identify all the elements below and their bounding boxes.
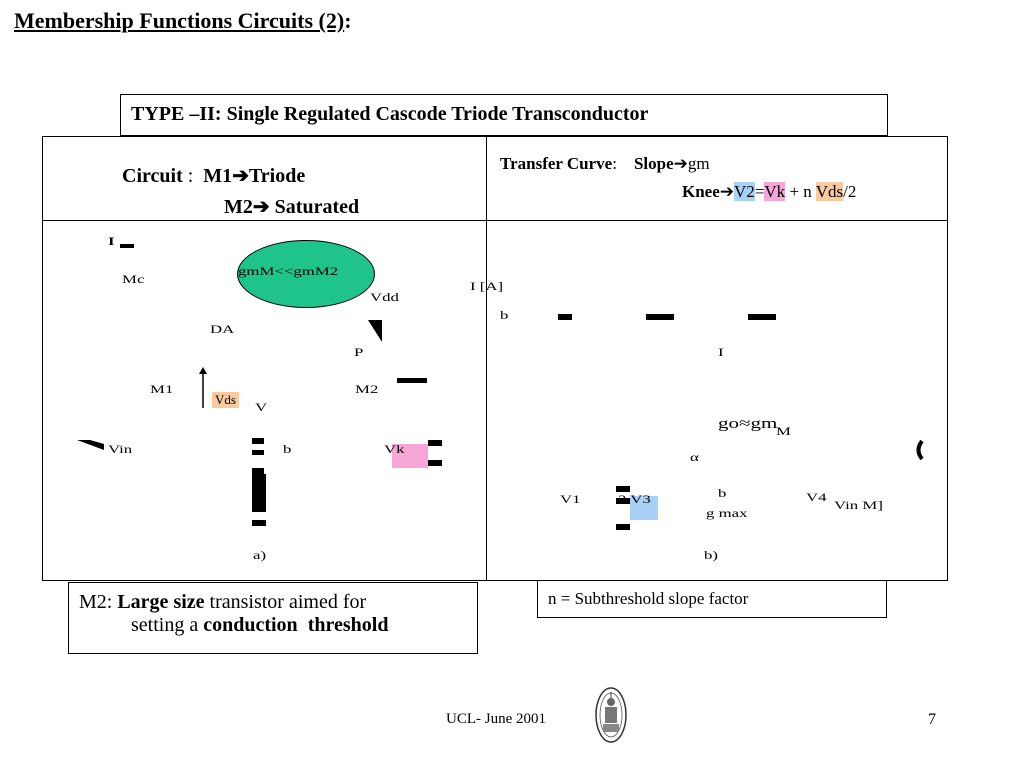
- arrow-right-icon: ➔: [673, 154, 688, 173]
- page-number: 7: [928, 711, 936, 728]
- oval-label: gmM<<gmM2: [238, 264, 339, 278]
- main-table: [42, 136, 948, 581]
- mark: [120, 244, 134, 248]
- b-label: b: [283, 442, 292, 456]
- mark: [252, 520, 266, 526]
- figure-a-label: a): [253, 548, 267, 562]
- mark: [616, 486, 630, 492]
- input-mark-icon: [77, 440, 104, 450]
- p-label: P: [354, 345, 364, 359]
- m1-label: M1: [150, 382, 174, 396]
- v-label: V: [255, 400, 268, 414]
- transfer-header-line1: Transfer Curve: Slope➔gm: [500, 154, 710, 173]
- vin-label: Vin: [108, 442, 133, 456]
- university-seal-icon: [595, 687, 627, 743]
- vin-m-label: Vin M]: [834, 498, 883, 512]
- v4-label: V4: [806, 490, 827, 504]
- b2-label: b: [718, 486, 727, 500]
- i-level-label: I: [718, 345, 724, 359]
- gm-ratio-oval: [237, 240, 375, 308]
- mark: [748, 314, 776, 320]
- footer-text: UCL- June 2001: [446, 711, 546, 727]
- m-label: M: [776, 424, 791, 438]
- mark: [397, 378, 427, 383]
- arrow-right-icon: ➔: [719, 182, 735, 201]
- mark: [252, 438, 264, 444]
- figure-b-label: b): [704, 548, 718, 562]
- triangle-mark-icon: [368, 320, 382, 342]
- v1-label: V1: [560, 492, 581, 506]
- mark: [252, 468, 264, 474]
- mark: [252, 450, 264, 455]
- ground-bar: [252, 474, 266, 512]
- da-label: DA: [210, 322, 235, 336]
- slide-title: Membership Functions Circuits (2):: [14, 8, 352, 33]
- vk-highlight: [392, 444, 428, 468]
- mark: [558, 314, 572, 320]
- low-level-label: b: [500, 308, 509, 322]
- up-arrow-icon: [199, 367, 207, 408]
- alpha-label: α: [690, 450, 699, 464]
- mark: [616, 498, 630, 504]
- subthreshold-note-box: n = Subthreshold slope factor: [537, 580, 887, 618]
- table-vertical-divider: [486, 136, 487, 581]
- transfer-header-line2: Knee➔V2=Vk + n Vds/2: [682, 182, 857, 201]
- vk-label: Vk: [384, 442, 405, 456]
- vdd-label: Vdd: [370, 290, 399, 304]
- circuit-header-line2: M2➔ Saturated: [224, 196, 360, 218]
- v2-highlight: [630, 496, 658, 520]
- mark: [428, 440, 442, 446]
- i-axis-label: I [A]: [470, 279, 504, 293]
- mark: [646, 314, 674, 320]
- m2-description-box: M2: Large size transistor aimed for sett…: [68, 582, 478, 654]
- paren-mark-icon: [916, 440, 924, 460]
- gm-slope-label: go≈gm: [718, 416, 778, 432]
- table-horizontal-divider: [42, 220, 948, 221]
- mark: [428, 460, 442, 466]
- arrow-right-icon: ➔: [232, 165, 249, 187]
- circuit-header-line1: Circuit : M1➔Triode: [122, 165, 306, 187]
- gmax-label: g max: [706, 506, 748, 520]
- m2-label: M2: [355, 382, 379, 396]
- mc-label: Mc: [122, 272, 145, 286]
- type-box: TYPE –II: Single Regulated Cascode Triod…: [120, 94, 888, 136]
- mark: [616, 524, 630, 530]
- current-i-label: I: [108, 234, 115, 248]
- arrow-right-icon: ➔: [252, 196, 270, 218]
- vds-label: Vds: [212, 392, 239, 408]
